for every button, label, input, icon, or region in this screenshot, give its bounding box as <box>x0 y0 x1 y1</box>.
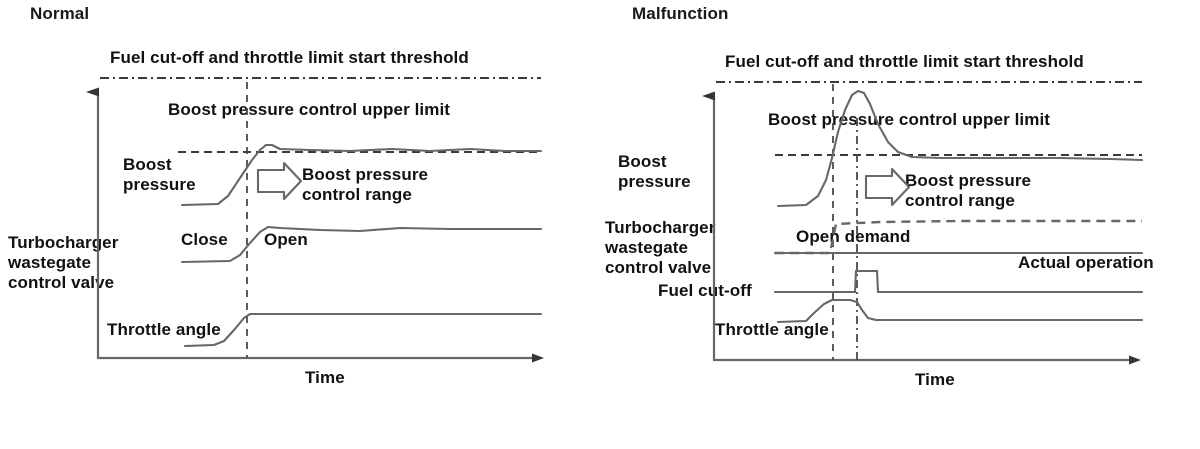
open-demand-label: Open demand <box>796 227 911 246</box>
upper-limit-label-malfunction: Boost pressure control upper limit <box>768 110 1051 129</box>
wastegate-label-normal-line1: Turbocharger <box>8 233 119 252</box>
boost-pressure-label-malfunction-line1: Boost <box>618 152 667 171</box>
threshold-label-normal: Fuel cut-off and throttle limit start th… <box>110 48 469 67</box>
actual-operation-label: Actual operation <box>1018 253 1154 272</box>
wastegate-label-normal-line2: wastegate <box>8 253 92 272</box>
boost-pressure-label-malfunction-line2: pressure <box>618 172 691 191</box>
wastegate-label-malfunction-line2: wastegate <box>605 238 689 257</box>
wastegate-label-malfunction-line1: Turbocharger <box>605 218 716 237</box>
control-range-label-malfunction-line2: control range <box>905 191 1015 210</box>
panel-normal: Normal Fuel cut-off and throttle limit s… <box>8 4 469 387</box>
panel-title-normal: Normal <box>30 4 90 23</box>
close-label-normal: Close <box>181 230 228 249</box>
control-range-label-normal-line1: Boost pressure <box>302 165 429 184</box>
boost-pressure-label-normal-line1: Boost <box>123 155 172 174</box>
time-axis-label-normal: Time <box>305 368 345 387</box>
threshold-label-malfunction: Fuel cut-off and throttle limit start th… <box>725 52 1084 71</box>
upper-limit-label-normal: Boost pressure control upper limit <box>168 100 451 119</box>
wastegate-label-normal-line3: control valve <box>8 273 115 292</box>
open-label-normal: Open <box>264 230 308 249</box>
time-axis-label-malfunction: Time <box>915 370 955 389</box>
throttle-angle-label-malfunction: Throttle angle <box>715 320 829 339</box>
control-range-label-normal-line2: control range <box>302 185 412 204</box>
panel-malfunction: Malfunction Fuel cut-off and throttle li… <box>600 0 1200 449</box>
throttle-angle-label-normal: Throttle angle <box>107 320 221 339</box>
control-range-label-malfunction-line1: Boost pressure <box>905 171 1032 190</box>
boost-pressure-label-normal-line2: pressure <box>123 175 196 194</box>
wastegate-label-malfunction-line3: control valve <box>605 258 712 277</box>
fuel-cut-off-label: Fuel cut-off <box>658 281 752 300</box>
panel-title-malfunction: Malfunction <box>632 4 729 23</box>
